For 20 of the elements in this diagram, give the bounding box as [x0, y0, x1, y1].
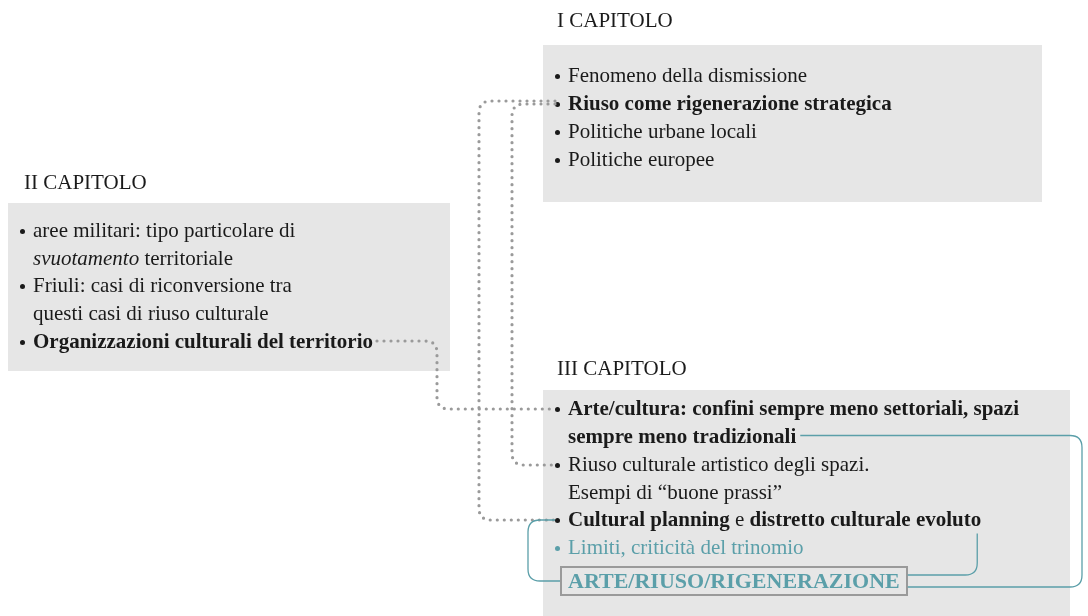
- bullet-text: Politiche europee: [568, 147, 715, 171]
- bullet-text: aree militari: tipo particolare di svuotamento territoriale: [33, 218, 296, 270]
- bullet-text: Riuso culturale artistico degli spazi. Esempi di “buone prassi”: [568, 452, 870, 504]
- bullet-text: Politiche urbane locali: [568, 119, 757, 143]
- bullet-text: Organizzazioni culturali del territorio: [33, 329, 373, 353]
- dotted-connector: [510, 102, 557, 467]
- chapter-heading: III CAPITOLO: [557, 356, 687, 380]
- keyword-frame: ARTE/RIUSO/RIGENERAZIONE: [560, 566, 908, 596]
- bullet-text: Riuso come rigenerazione strategica: [568, 91, 892, 115]
- bullet-text: Arte/cultura: confini sempre meno settoriali, spazi sempre meno tradizionali: [568, 396, 1020, 448]
- bullet-text: Friuli: casi di riconversione tra questi casi di riuso culturale: [33, 273, 292, 325]
- dotted-connector: [477, 99, 557, 522]
- connector-line: [907, 532, 978, 576]
- connector-line: [527, 519, 561, 582]
- bullet-text: Fenomeno della dismissione: [568, 63, 808, 87]
- chapter-heading: I CAPITOLO: [557, 8, 673, 32]
- bullet-text: Limiti, criticità del trinomio: [568, 535, 804, 559]
- connector-line: [799, 434, 1083, 588]
- chapter-heading: II CAPITOLO: [24, 170, 147, 194]
- bullet-text: Cultural planning e distretto culturale evoluto: [568, 507, 982, 531]
